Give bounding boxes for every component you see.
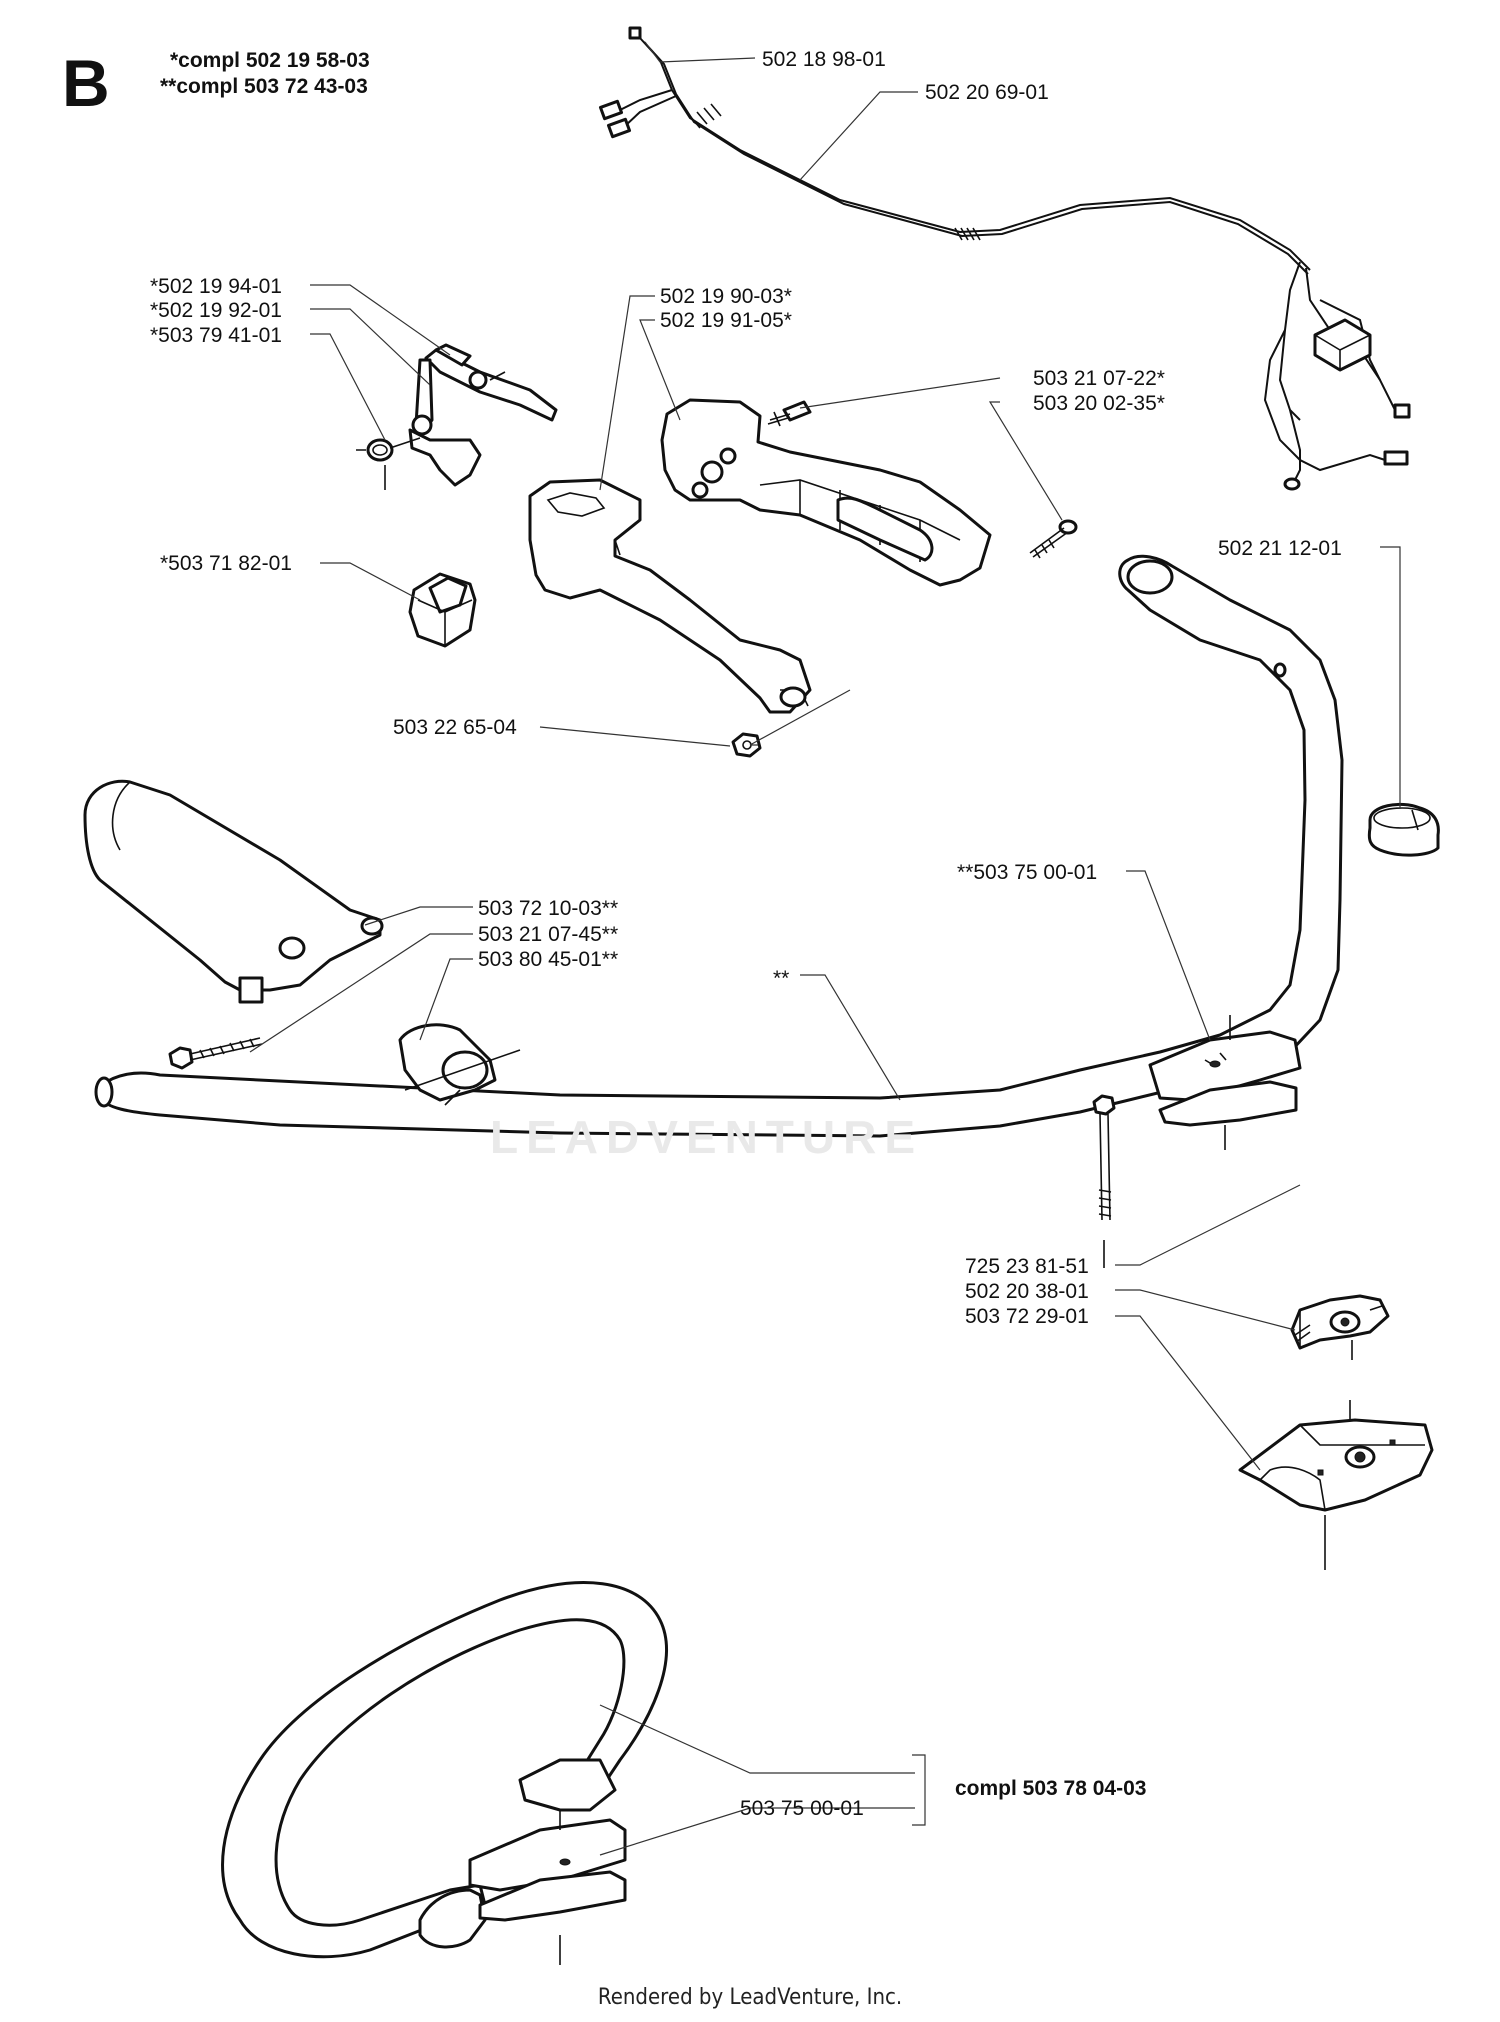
sleeve-503-80-45-01 xyxy=(398,1023,521,1106)
part-label-503-80-45-01: 503 80 45-01** xyxy=(478,948,619,971)
nut-503-22-65-04 xyxy=(731,732,762,758)
clamp-plate-503-72-29-01 xyxy=(1238,1400,1434,1570)
part-label-503-22-65-04: 503 22 65-04 xyxy=(393,716,517,739)
part-label-503-21-07-22: 503 21 07-22* xyxy=(1033,367,1165,390)
throttle-trigger-assembly xyxy=(356,343,558,490)
part-label-502-20-38-01: 502 20 38-01 xyxy=(965,1280,1089,1303)
part-label-503-20-02-35: 503 20 02-35* xyxy=(1033,392,1165,415)
part-label-503-75-00-01-dd: **503 75 00-01 xyxy=(957,861,1098,884)
header-compl-1: *compl 502 19 58-03 xyxy=(170,49,370,72)
part-label-503-75-00-01: 503 75 00-01 xyxy=(740,1797,864,1820)
part-label-503-72-10-03: 503 72 10-03** xyxy=(478,897,619,920)
handle-housing-left xyxy=(528,478,812,714)
watermark: LEADVENTURE xyxy=(490,1111,924,1163)
footer-credit: Rendered by LeadVenture, Inc. xyxy=(597,1985,903,2010)
loop-handle xyxy=(221,1581,668,1965)
wing-knob-502-20-38-01 xyxy=(1290,1294,1390,1360)
front-grip xyxy=(83,779,384,1004)
part-label-503-21-07-45: 503 21 07-45** xyxy=(478,923,619,946)
wiring-harness xyxy=(598,26,1411,491)
part-label-compl-503-78-04-03: compl 503 78 04-03 xyxy=(955,1777,1147,1800)
header-compl-2: **compl 503 72 43-03 xyxy=(160,75,368,98)
clamp-502-21-12-01 xyxy=(1367,802,1440,857)
part-label-502-20-69-01: 502 20 69-01 xyxy=(925,81,1049,104)
part-label-503-72-29-01: 503 72 29-01 xyxy=(965,1305,1089,1328)
leader-lines xyxy=(249,41,1401,1856)
handlebar-main xyxy=(94,554,1344,1138)
stop-switch xyxy=(408,572,477,648)
part-label-502-19-94-01: *502 19 94-01 xyxy=(150,275,282,298)
bolt-725-23-81-51 xyxy=(1092,1094,1116,1268)
handle-housing-right xyxy=(660,398,992,587)
part-label-725-23-81-51: 725 23 81-51 xyxy=(965,1255,1089,1278)
part-label-502-19-92-01: *502 19 92-01 xyxy=(150,299,282,322)
part-label-502-21-12-01: 502 21 12-01 xyxy=(1218,537,1342,560)
part-label-502-18-98-01: 502 18 98-01 xyxy=(762,48,886,71)
bolt-503-21-07-45 xyxy=(168,1037,263,1070)
section-letter: B xyxy=(62,46,110,120)
part-label-502-19-90-03: 502 19 90-03* xyxy=(660,285,792,308)
part-label-double-star: ** xyxy=(773,967,790,990)
part-label-503-71-82-01: *503 71 82-01 xyxy=(160,552,292,575)
part-label-502-19-91-05: 502 19 91-05* xyxy=(660,309,792,332)
screw-503-20-02-35 xyxy=(1029,519,1078,559)
part-label-503-79-41-01: *503 79 41-01 xyxy=(150,324,282,347)
handlebar-bracket xyxy=(1148,1015,1302,1150)
screw-503-21-07-22 xyxy=(767,400,812,427)
